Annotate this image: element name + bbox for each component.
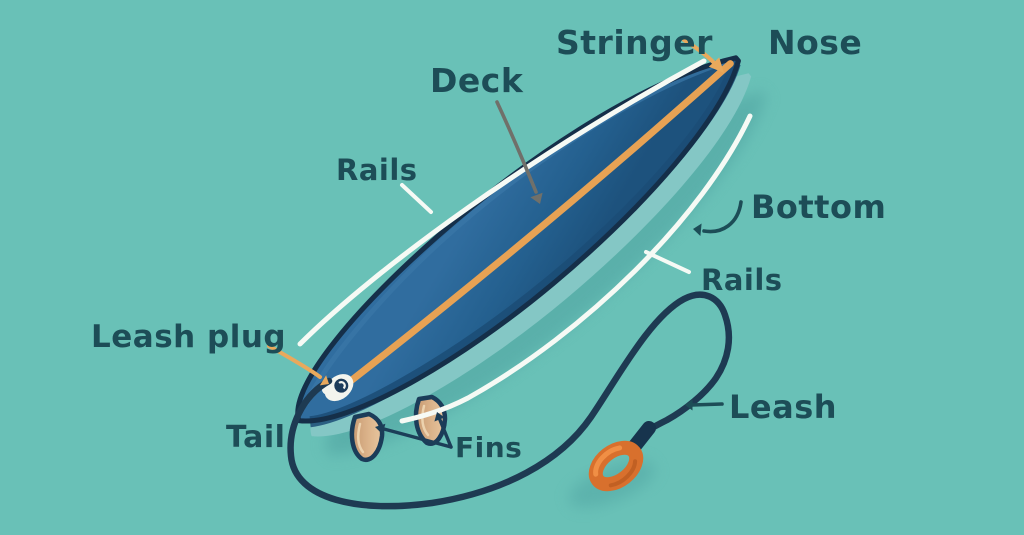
rail-highlight-upper [297,58,707,347]
board-lower-rail-shade [309,61,741,428]
label-stringer: Stringer [556,23,713,62]
fins-arrows-icon [375,412,453,449]
label-leash-plug: Leash plug [91,319,286,355]
leash-plug-arrow-icon [267,344,329,386]
rails-upper-pointer-line [400,183,433,214]
stringer-arrow-icon [682,38,724,73]
fin-left [349,411,385,463]
label-nose: Nose [768,23,862,62]
label-tail: Tail [226,420,285,455]
rails-lower-pointer-line [644,250,691,274]
fin-left-highlight [357,422,365,454]
label-deck: Deck [430,61,524,100]
label-leash: Leash [729,388,837,426]
leash-cuff [588,440,644,492]
leash-cord [287,291,733,510]
label-fins: Fins [455,431,522,464]
fin-right-highlight [421,404,430,437]
leash-arrow-icon [685,399,724,411]
leash-connector [627,421,656,454]
fins-group [349,394,448,463]
deck-arrow-icon [495,100,543,204]
rail-highlight-lower [399,113,753,424]
label-bottom: Bottom [751,188,886,226]
label-rails-lower: Rails [701,263,783,297]
stringer-line [336,60,734,393]
labels: Stringer Nose Deck Rails Bottom Rails Le… [91,23,886,464]
rail-highlights [297,58,753,424]
annotation-arrows [267,38,743,449]
label-rails-upper: Rails [336,153,418,187]
bottom-arrow-icon [693,200,743,236]
